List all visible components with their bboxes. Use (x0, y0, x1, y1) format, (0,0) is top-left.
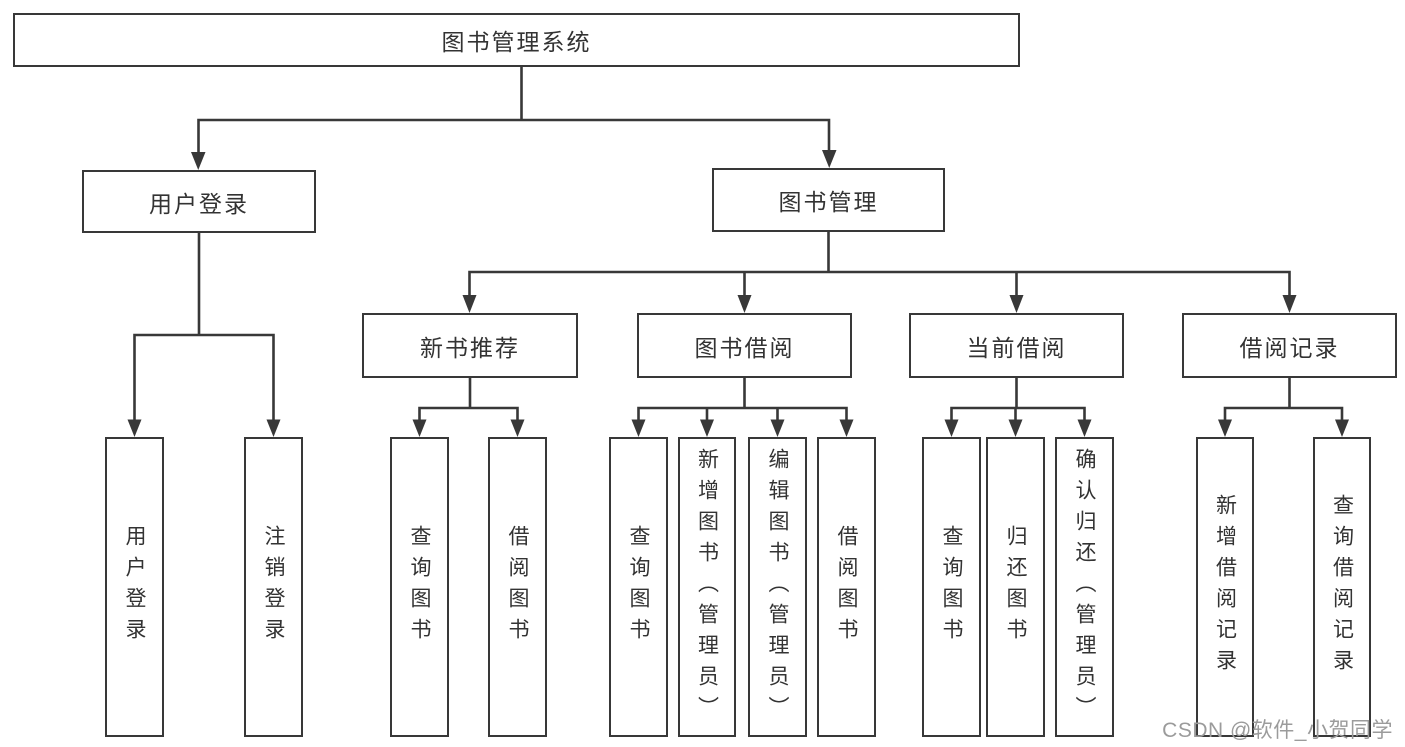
leaf-edit-books-admin-label: 编辑图书（管理员） (766, 447, 789, 727)
watermark: CSDN @软件_小贺同学 (1162, 719, 1393, 742)
node-current-borrow-label: 当前借阅 (966, 334, 1067, 361)
leaf-logout-label: 注销登录 (262, 525, 285, 649)
node-book-management: 图书管理 (712, 168, 945, 232)
leaf-query-books-current-label: 查询图书 (940, 525, 963, 649)
leaf-borrow-books-label: 借阅图书 (835, 525, 858, 649)
leaf-borrow-books-recommend-label: 借阅图书 (506, 525, 529, 649)
leaf-query-books-borrow-label: 查询图书 (627, 525, 650, 649)
node-new-book-recommend-label: 新书推荐 (420, 334, 520, 361)
leaf-query-books-current: 查询图书 (922, 437, 981, 737)
node-book-borrow-label: 图书借阅 (694, 334, 795, 361)
leaf-return-books: 归还图书 (986, 437, 1045, 737)
node-current-borrow: 当前借阅 (909, 313, 1124, 378)
node-book-borrow: 图书借阅 (637, 313, 852, 378)
leaf-confirm-return-admin: 确认归还（管理员） (1055, 437, 1114, 737)
root-node-label: 图书管理系统 (441, 29, 592, 55)
root-node-library-system: 图书管理系统 (13, 13, 1020, 67)
leaf-logout: 注销登录 (244, 437, 303, 737)
leaf-query-borrow-record-label: 查询借阅记录 (1330, 494, 1354, 680)
leaf-borrow-books-recommend: 借阅图书 (488, 437, 547, 737)
leaf-query-borrow-record: 查询借阅记录 (1313, 437, 1371, 737)
leaf-user-login-label: 用户登录 (123, 525, 146, 649)
node-borrow-records: 借阅记录 (1182, 313, 1397, 378)
leaf-query-books-recommend: 查询图书 (390, 437, 449, 737)
leaf-return-books-label: 归还图书 (1004, 525, 1027, 649)
node-borrow-records-label: 借阅记录 (1239, 334, 1340, 361)
node-user-login: 用户登录 (82, 170, 316, 233)
leaf-query-books-recommend-label: 查询图书 (408, 525, 431, 649)
node-book-management-label: 图书管理 (778, 189, 879, 215)
leaf-borrow-books: 借阅图书 (817, 437, 876, 737)
node-new-book-recommend: 新书推荐 (362, 313, 578, 378)
leaf-add-books-admin-label: 新增图书（管理员） (695, 447, 719, 727)
leaf-edit-books-admin: 编辑图书（管理员） (748, 437, 807, 737)
leaf-user-login: 用户登录 (105, 437, 164, 737)
leaf-query-books-borrow: 查询图书 (609, 437, 668, 737)
leaf-add-borrow-record-label: 新增借阅记录 (1213, 494, 1237, 680)
leaf-add-books-admin: 新增图书（管理员） (678, 437, 736, 737)
leaf-confirm-return-admin-label: 确认归还（管理员） (1073, 447, 1096, 727)
node-user-login-label: 用户登录 (149, 190, 249, 217)
leaf-add-borrow-record: 新增借阅记录 (1196, 437, 1254, 737)
